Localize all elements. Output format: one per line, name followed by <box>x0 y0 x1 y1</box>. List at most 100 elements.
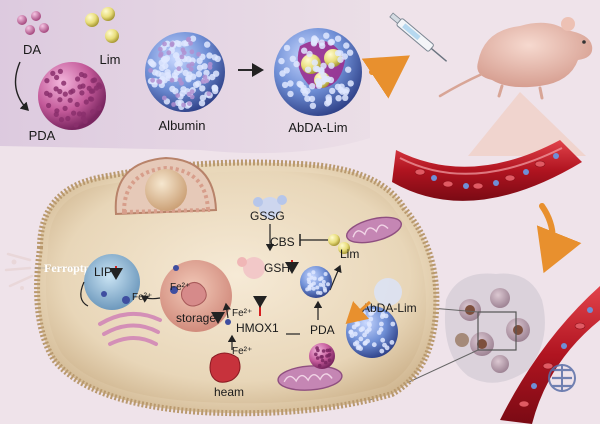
surface-bead <box>65 115 71 122</box>
circulation-arrow <box>536 203 582 274</box>
surface-bead <box>289 55 296 62</box>
surface-bead <box>298 37 305 44</box>
surface-bead <box>44 90 50 96</box>
abda-lim-entering <box>374 278 402 306</box>
surface-bead <box>70 88 76 94</box>
surface-bead <box>83 99 89 105</box>
surface-bead <box>46 102 52 109</box>
surface-bead <box>159 72 166 79</box>
blood-vessel <box>392 140 582 201</box>
surface-bead <box>328 62 335 69</box>
surface-bead <box>67 97 73 103</box>
surface-bead <box>90 109 96 115</box>
surface-bead <box>316 348 320 353</box>
surface-bead <box>334 49 342 57</box>
cbs-label: CBS <box>270 235 295 249</box>
surface-bead <box>301 47 308 54</box>
surface-bead <box>182 69 189 77</box>
surface-bead <box>343 87 350 94</box>
surface-bead <box>355 345 361 351</box>
surface-bead <box>89 96 95 102</box>
surface-bead <box>181 40 188 47</box>
labile-iron-pool <box>84 254 140 310</box>
surface-bead <box>150 77 156 83</box>
surface-bead <box>371 342 377 348</box>
surface-bead <box>306 50 313 58</box>
tumor-tissue <box>444 273 545 383</box>
fe-heam-label: Fe²⁺ <box>232 346 252 357</box>
surface-bead <box>161 95 167 101</box>
surface-bead <box>44 78 50 84</box>
surface-bead <box>54 74 60 81</box>
surface-bead <box>309 102 317 110</box>
surface-bead <box>57 97 63 103</box>
surface-bead <box>97 83 103 89</box>
heam-label: heam <box>214 385 244 399</box>
surface-bead <box>71 110 77 116</box>
surface-bead <box>304 66 312 73</box>
surface-bead <box>203 69 210 77</box>
pda-to-lim-arrow <box>329 264 342 291</box>
surface-bead <box>314 352 318 357</box>
surface-bead <box>342 94 349 102</box>
surface-bead <box>57 68 64 74</box>
surface-bead <box>177 77 183 83</box>
pda-label-cell: PDA <box>310 323 335 337</box>
surface-bead <box>319 78 326 85</box>
surface-bead <box>379 321 384 327</box>
surface-bead <box>293 60 300 68</box>
surface-bead <box>321 279 326 284</box>
surface-bead <box>181 50 187 56</box>
injection-arrow <box>361 55 410 99</box>
surface-bead <box>390 321 396 327</box>
lim-in-cell <box>328 234 350 254</box>
surface-bead <box>311 286 316 291</box>
surface-bead <box>354 340 360 345</box>
surface-bead <box>379 348 385 354</box>
surface-bead <box>76 111 83 117</box>
surface-bead <box>366 321 372 326</box>
surface-bead <box>179 54 185 60</box>
surface-bead <box>281 81 289 89</box>
surface-bead <box>380 337 386 343</box>
surface-bead <box>327 39 334 46</box>
mitochondrion-lower <box>277 365 343 391</box>
surface-bead <box>315 356 320 360</box>
surface-bead <box>389 340 395 345</box>
surface-bead <box>175 93 181 98</box>
surface-bead <box>179 90 186 97</box>
surface-bead <box>320 358 325 363</box>
surface-bead <box>79 90 85 96</box>
hmox-to-storage-arrow <box>222 302 232 319</box>
pda-degraded <box>309 343 335 369</box>
surface-bead <box>310 40 318 47</box>
lim-label-cell: Lim <box>340 247 359 261</box>
surface-bead <box>158 64 166 72</box>
surface-bead <box>287 90 294 98</box>
uptake-arrow <box>345 300 372 325</box>
surface-bead <box>287 80 294 87</box>
surface-bead <box>311 35 318 42</box>
lip-to-ferroptosis-arrow <box>80 281 89 307</box>
surface-bead <box>169 42 175 48</box>
surface-bead <box>181 102 187 108</box>
surface-bead <box>78 71 85 78</box>
surface-bead <box>300 84 307 92</box>
surface-bead <box>207 65 213 70</box>
surface-bead <box>171 102 177 107</box>
surface-bead <box>80 115 86 121</box>
surface-bead <box>206 52 213 59</box>
surface-bead <box>199 85 206 92</box>
surface-bead <box>322 286 327 291</box>
fe-lip-label: Fe²⁺ <box>132 292 152 303</box>
surface-bead <box>186 36 192 42</box>
surface-bead <box>321 349 326 353</box>
surface-bead <box>341 53 348 60</box>
surface-bead <box>161 77 168 84</box>
storage-label: storage <box>176 311 216 325</box>
surface-bead <box>283 44 291 52</box>
surface-bead <box>343 42 350 49</box>
surface-bead <box>325 354 329 358</box>
surface-bead <box>318 39 325 46</box>
